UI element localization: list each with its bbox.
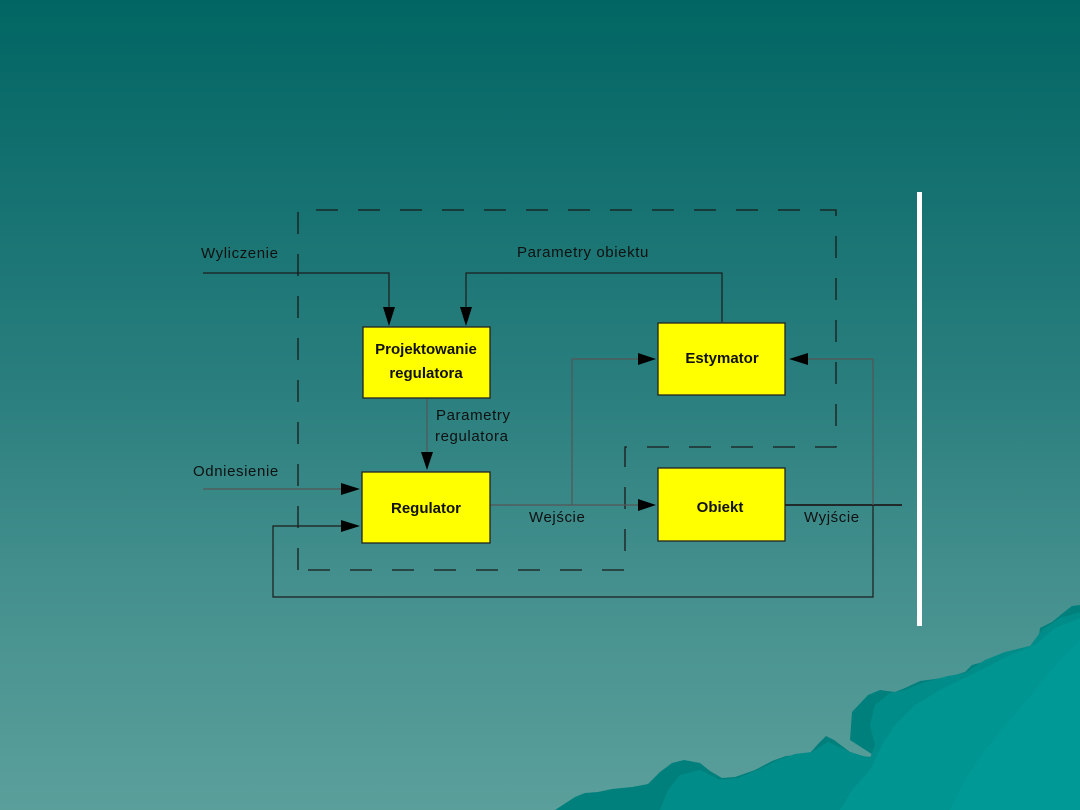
arrow-regulator-params bbox=[421, 452, 433, 470]
block-estimator-label: Estymator bbox=[685, 350, 759, 367]
block-design[interactable]: Projektowanie regulatora bbox=[362, 326, 491, 399]
mountain-highlight bbox=[950, 640, 1080, 810]
wire-input-to-estimator bbox=[571, 358, 642, 505]
label-output: Wyjście bbox=[804, 509, 860, 526]
arrow-computation bbox=[383, 307, 395, 326]
block-regulator-label: Regulator bbox=[391, 500, 461, 517]
label-reference: Odniesienie bbox=[193, 463, 279, 480]
adaptive-boundary-dashed bbox=[297, 209, 837, 571]
label-regulator-params-1: Parametry bbox=[436, 407, 511, 424]
wire-plant-params bbox=[465, 272, 723, 322]
vertical-divider bbox=[917, 192, 922, 626]
label-plant-params: Parametry obiektu bbox=[517, 244, 649, 261]
block-plant[interactable]: Obiekt bbox=[657, 467, 786, 542]
block-regulator[interactable]: Regulator bbox=[361, 471, 491, 544]
block-design-line2: regulatora bbox=[389, 365, 463, 382]
arrow-input-to-estimator bbox=[638, 353, 656, 365]
label-computation: Wyliczenie bbox=[201, 245, 279, 262]
wire-output-to-estimator bbox=[805, 358, 874, 505]
arrow-plant-params bbox=[460, 307, 472, 326]
block-plant-label: Obiekt bbox=[697, 499, 744, 516]
block-estimator[interactable]: Estymator bbox=[657, 322, 786, 396]
arrow-output-to-estimator bbox=[789, 353, 808, 365]
arrow-feedback bbox=[341, 520, 360, 532]
label-regulator-params-2: regulatora bbox=[435, 428, 509, 445]
arrow-input bbox=[638, 499, 656, 511]
wire-feedback bbox=[272, 505, 874, 598]
wire-computation bbox=[203, 272, 390, 312]
arrow-reference bbox=[341, 483, 360, 495]
label-input: Wejście bbox=[529, 509, 585, 526]
block-design-line1: Projektowanie bbox=[375, 341, 477, 358]
mountain-decoration bbox=[555, 605, 1080, 810]
